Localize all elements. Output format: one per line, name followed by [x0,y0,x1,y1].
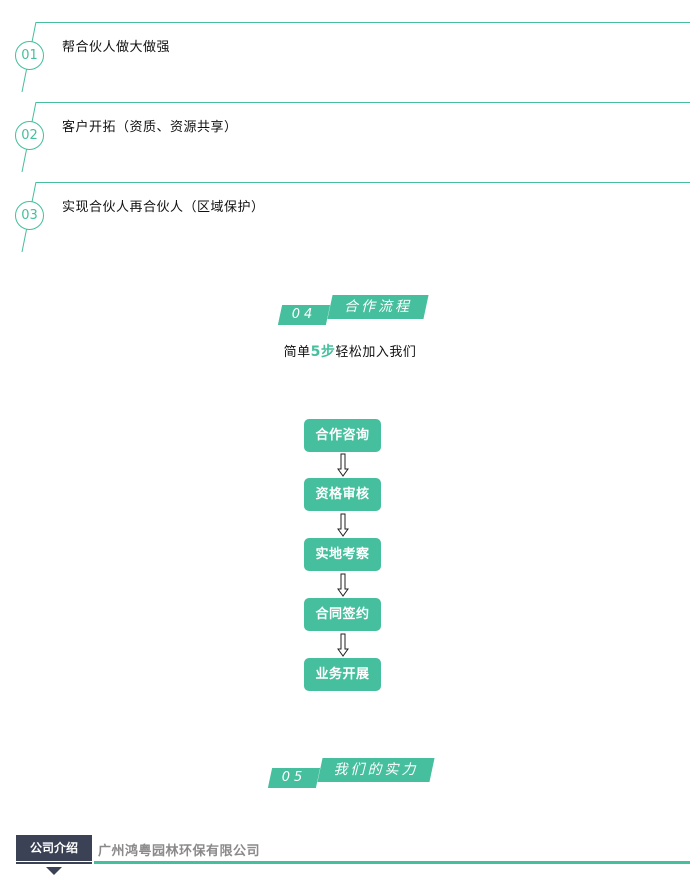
section-label: 合作流程 [344,299,412,315]
advantage-number: 03 [15,201,44,230]
section-number: 04 [291,307,317,322]
arrow-down-icon [337,453,349,477]
advantage-text: 帮合伙人做大做强 [62,40,171,55]
section-label: 我们的实力 [333,762,419,778]
advantage-number: 01 [15,41,44,70]
divider-line [36,22,690,23]
subtitle-highlight: 5步 [310,344,336,360]
advantage-number: 02 [15,121,44,150]
advantage-text: 客户开拓（资质、资源共享） [62,120,238,135]
subtitle-pre: 简单 [283,345,311,360]
process-section-title: 04 合作流程 [277,295,430,325]
caret-down-icon [46,867,62,875]
arrow-down-icon [337,633,349,657]
advantage-item-2: 02 客户开拓（资质、资源共享） [14,102,690,182]
step-inspection: 实地考察 [304,538,381,571]
company-intro-tab: 公司介绍 [16,835,92,861]
process-subtitle: 简单5步轻松加入我们 [0,341,700,361]
step-consult: 合作咨询 [304,419,381,452]
divider-line [36,182,690,183]
step-contract: 合同签约 [304,598,381,631]
step-review: 资格审核 [304,478,381,511]
company-name: 广州鸿粤园林环保有限公司 [98,844,261,859]
strength-section-title: 05 我们的实力 [267,758,440,788]
advantage-item-3: 03 实现合伙人再合伙人（区域保护） [14,182,690,262]
step-launch: 业务开展 [304,658,381,691]
subtitle-post: 轻松加入我们 [335,345,417,360]
advantage-item-1: 01 帮合伙人做大做强 [14,22,690,102]
advantage-text: 实现合伙人再合伙人（区域保护） [62,200,265,215]
section-number: 05 [281,770,307,785]
arrow-down-icon [337,573,349,597]
intro-underline-dark [16,862,92,864]
arrow-down-icon [337,513,349,537]
divider-line [36,102,690,103]
intro-underline [94,861,690,864]
